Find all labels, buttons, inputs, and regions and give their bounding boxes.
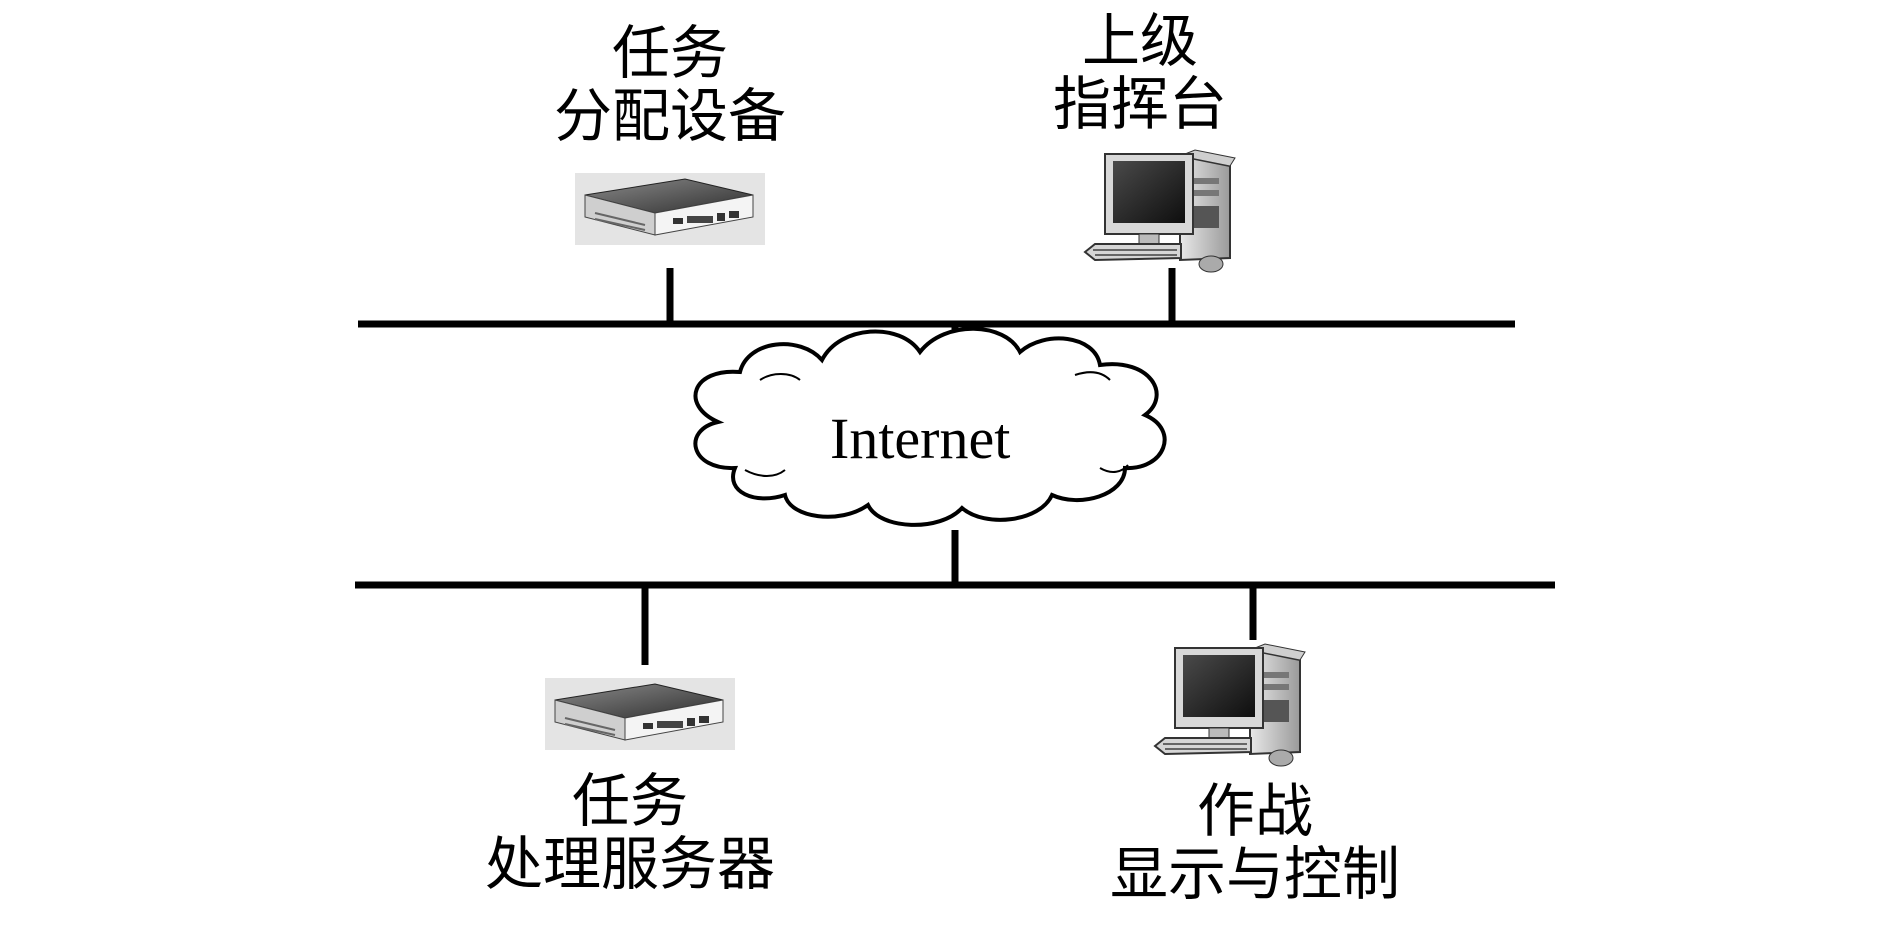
desktop-computer-icon [1083, 149, 1236, 273]
combat-display-line1: 作战 [1196, 777, 1313, 845]
task-distributor-line2: 分配设备 [553, 81, 786, 150]
mini-pc-icon [575, 173, 765, 245]
task-processor-label: 任务 处理服务器 [450, 770, 810, 895]
task-processor-line1: 任务 [571, 767, 688, 835]
combat-display-label: 作战 显示与控制 [1080, 780, 1430, 905]
mini-pc-icon [545, 678, 735, 750]
task-distributor-line1: 任务 [611, 19, 728, 87]
task-distributor-label: 任务 分配设备 [520, 22, 820, 147]
desktop-computer-icon [1153, 643, 1306, 767]
cloud-icon [693, 326, 1167, 527]
upper-command-line1: 上级 [1081, 7, 1198, 75]
combat-display-line2: 显示与控制 [1109, 839, 1400, 908]
task-processor-line2: 处理服务器 [484, 829, 775, 898]
upper-command-line2: 指挥台 [1052, 69, 1227, 138]
internet-label: Internet [830, 406, 1011, 471]
upper-command-label: 上级 指挥台 [1020, 10, 1260, 135]
